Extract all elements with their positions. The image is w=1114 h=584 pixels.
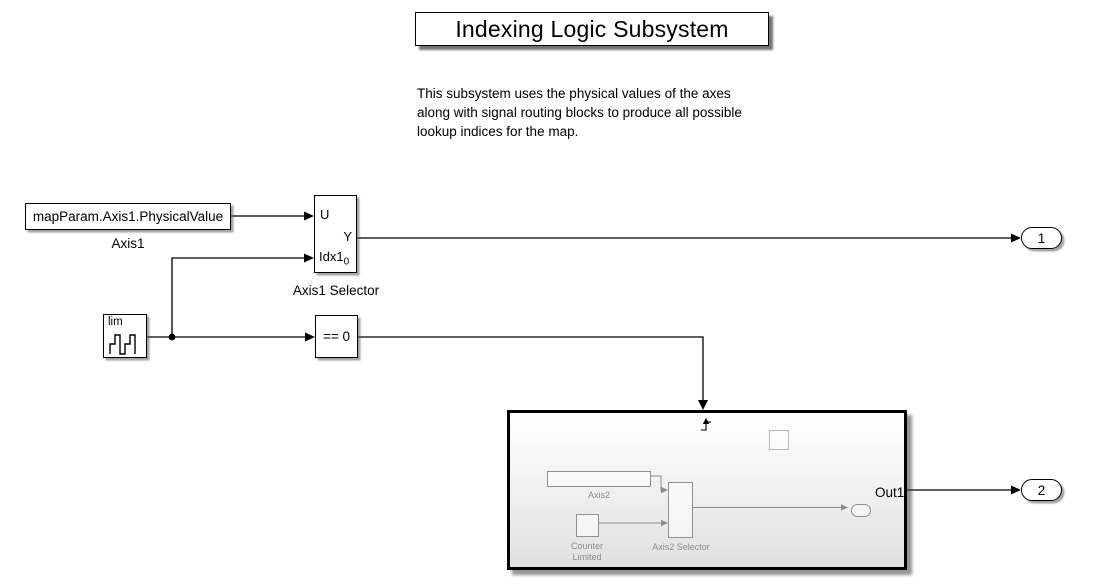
port-label-u: U: [320, 207, 330, 222]
outport-2-number: 2: [1037, 482, 1046, 498]
arrowhead-subsystem-trigger: [698, 400, 708, 410]
wire-counter-branch-to-idx1[interactable]: [171, 257, 304, 337]
subsystem-preview-axis2-selector-block: [668, 482, 693, 538]
arrowhead-outport2: [1011, 485, 1021, 495]
constant-block-axis1-physical-value[interactable]: mapParam.Axis1.PhysicalValue: [25, 203, 231, 230]
subsystem-preview-axis2-block: [547, 471, 651, 487]
subsystem-out1-port-label: Out1: [875, 485, 905, 500]
triggered-subsystem-block[interactable]: Axis2 Counter Limited Axis2 Selector Out…: [507, 410, 907, 570]
counter-limited-lim-text: lim: [108, 316, 123, 328]
axis1-selector-block[interactable]: U Y Idx10: [314, 195, 357, 273]
annotation-title-text: Indexing Logic Subsystem: [455, 15, 729, 42]
port-label-idx1: Idx10: [319, 249, 350, 268]
annotation-description[interactable]: This subsystem uses the physical values …: [417, 86, 742, 139]
arrowhead-selector-u: [304, 211, 314, 221]
axis1-selector-label: Axis1 Selector: [292, 283, 380, 298]
outport-1-number: 1: [1037, 230, 1046, 246]
compare-to-zero-block[interactable]: == 0: [315, 315, 358, 358]
constant-block-label: Axis1: [111, 236, 145, 251]
subsystem-preview-axis2-label: Axis2: [587, 490, 610, 500]
arrowhead-compare-in: [305, 332, 315, 342]
annotation-title[interactable]: Indexing Logic Subsystem: [415, 12, 769, 46]
wire-branch-point: [168, 333, 176, 341]
outport-1[interactable]: 1: [1021, 227, 1062, 249]
counter-waveform-icon: [109, 334, 136, 355]
subsystem-preview-counter-limited-label: Counter Limited: [570, 541, 604, 562]
outport-2[interactable]: 2: [1021, 479, 1062, 501]
constant-block-text: mapParam.Axis1.PhysicalValue: [32, 209, 224, 224]
compare-to-zero-text: == 0: [322, 329, 351, 344]
trigger-port-icon: [701, 418, 711, 431]
arrowhead-selector-idx1: [304, 253, 314, 263]
counter-limited-block[interactable]: lim: [103, 314, 147, 358]
subsystem-preview-wires: [599, 475, 848, 527]
port-label-idx1-subscript: 0: [343, 256, 350, 268]
subsystem-preview-square: [769, 430, 789, 450]
subsystem-preview-counter-limited-block: [576, 514, 599, 537]
subsystem-preview-outport-icon: [851, 504, 871, 517]
subsystem-preview-axis2-selector-label: Axis2 Selector: [652, 542, 710, 552]
wire-compare-to-subsystem-trigger[interactable]: [358, 336, 704, 400]
port-label-y: Y: [343, 229, 352, 244]
arrowhead-outport1: [1011, 233, 1021, 243]
